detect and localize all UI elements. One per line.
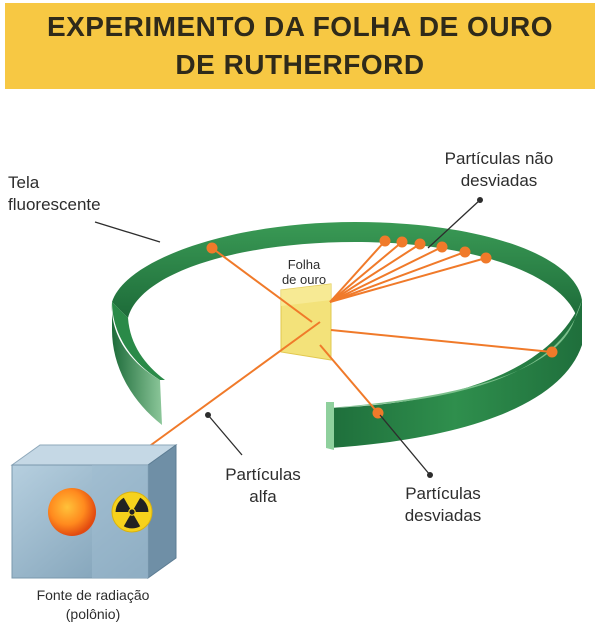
- radiation-icon: [111, 491, 153, 533]
- impact-dot: [546, 346, 558, 358]
- leader-screen: [94, 221, 161, 243]
- undeflected-path-5: [329, 251, 466, 303]
- undeflected-path-3: [329, 243, 421, 303]
- impact-dot: [396, 236, 408, 248]
- label-deflected-particles: Partículas desviadas: [404, 484, 482, 525]
- label-alpha-particles: Partículas alfa: [225, 465, 301, 506]
- deflected-path-back: [211, 247, 313, 323]
- leader-dot: [205, 412, 211, 418]
- impact-dots: [206, 235, 558, 419]
- page-title: EXPERIMENTO DA FOLHA DE OURO DE RUTHERFO…: [46, 11, 554, 80]
- fluorescent-screen: [111, 222, 582, 450]
- leader-lines: [94, 199, 481, 476]
- title-banner: EXPERIMENTO DA FOLHA DE OURO DE RUTHERFO…: [5, 3, 595, 89]
- deflected-path-right: [330, 329, 553, 353]
- screen-left-end: [111, 302, 162, 425]
- impact-dot: [414, 238, 426, 250]
- leader-undeflected: [427, 199, 481, 249]
- undeflected-path-2: [329, 241, 403, 303]
- radiation-source-box: [10, 444, 178, 579]
- impact-dot: [436, 241, 448, 253]
- label-undeflected-particles: Partículas não desviadas: [444, 149, 554, 190]
- polonium-sphere: [48, 488, 96, 536]
- screen-left-inner: [112, 302, 165, 380]
- impact-dot: [459, 246, 471, 258]
- leader-alpha: [207, 414, 243, 456]
- screen-back-wall: [112, 222, 582, 318]
- label-fluorescent-screen: Tela fluorescente: [8, 173, 101, 214]
- alpha-beam: [139, 321, 321, 454]
- impact-dot: [379, 235, 391, 247]
- leader-dot: [427, 472, 433, 478]
- undeflected-path-4: [329, 246, 443, 303]
- deflected-path-front: [319, 344, 379, 414]
- leader-deflected: [379, 414, 431, 476]
- label-gold-foil: Folha de ouro: [281, 257, 327, 287]
- impact-dot: [206, 242, 218, 254]
- label-radiation-source: Fonte de radiação (polônio): [36, 587, 150, 622]
- screen-cut-edge: [326, 402, 334, 450]
- undeflected-path-1: [329, 240, 386, 303]
- impact-dot: [480, 252, 492, 264]
- leader-dot: [477, 197, 483, 203]
- undeflected-path-6: [329, 257, 487, 303]
- gold-foil-highlight: [281, 284, 331, 306]
- particle-paths: [139, 240, 553, 454]
- screen-front-wall: [328, 300, 582, 448]
- leader-dots: [205, 197, 483, 478]
